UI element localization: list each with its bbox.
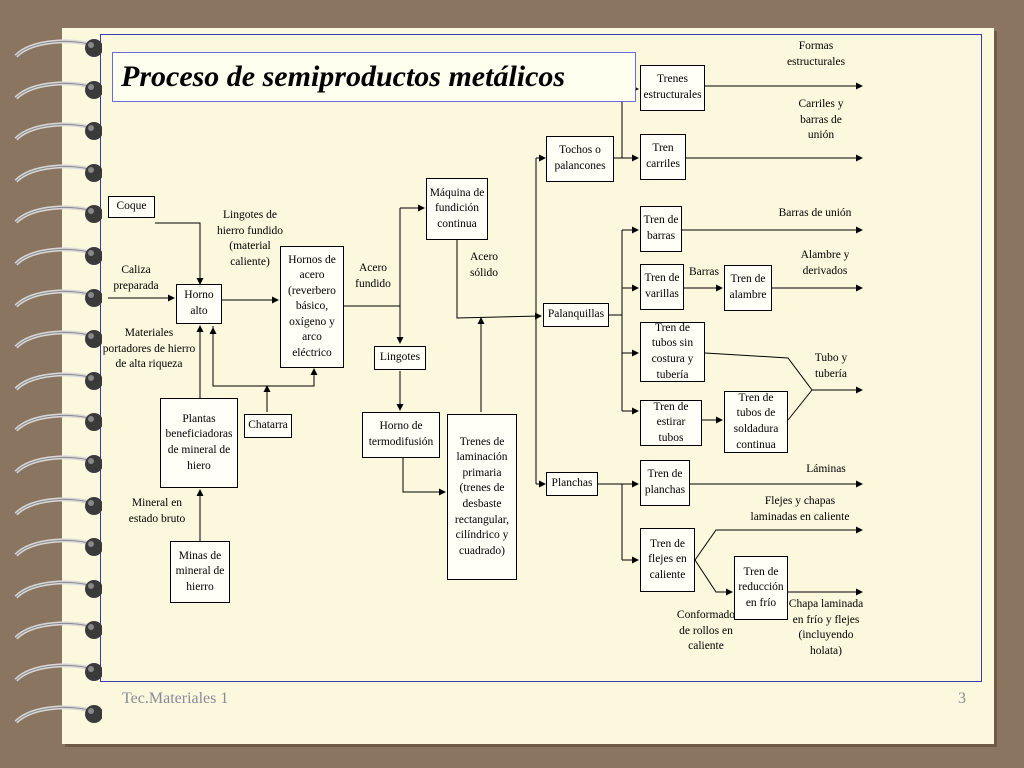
node-hornos-acero: Hornos de acero (reverbero básico, oxíge… bbox=[280, 246, 344, 368]
node-planchas: Planchas bbox=[546, 472, 598, 496]
label-tubo-tuberia: Tubo y tubería bbox=[814, 352, 848, 380]
binding-ring bbox=[14, 579, 102, 599]
node-lingotes: Lingotes bbox=[374, 346, 426, 370]
label-materiales: Materiales portadores de hierro de alta … bbox=[102, 327, 196, 371]
binding-ring bbox=[14, 247, 102, 266]
binding-ring bbox=[14, 122, 102, 141]
arrow-coque-horno bbox=[155, 222, 204, 285]
label-mineral-bruto: Mineral en estado bruto bbox=[128, 497, 186, 525]
label-laminas: Láminas bbox=[806, 463, 846, 475]
node-horno-termo: Horno de termodifusión bbox=[362, 412, 440, 458]
node-tochos: Tochos o palancones bbox=[546, 136, 614, 182]
node-tren-estirar: Tren de estirar tubos bbox=[640, 400, 702, 446]
footer-course: Tec.Materiales 1 bbox=[122, 690, 229, 707]
node-chatarra: Chatarra bbox=[244, 414, 292, 438]
binding-ring bbox=[14, 163, 102, 183]
node-tren-alambre: Tren de alambre bbox=[724, 265, 772, 311]
binding-ring bbox=[14, 704, 102, 724]
node-tren-tubos-sin-costura: Tren de tubos sin costura y tubería bbox=[640, 322, 705, 382]
node-minas: Minas de mineral de hierro bbox=[170, 541, 230, 603]
binding-ring bbox=[14, 205, 102, 224]
label-acero-solido: Acero sólido bbox=[469, 251, 499, 279]
binding-ring bbox=[14, 80, 102, 100]
node-tren-reduccion: Tren de reducción en frío bbox=[734, 556, 788, 620]
node-tren-varillas: Tren de varillas bbox=[640, 264, 684, 310]
node-tren-carriles: Tren carriles bbox=[640, 134, 686, 180]
arrow-maquina-palanq bbox=[456, 240, 542, 320]
node-trenes-estructurales: Trenes estructurales bbox=[640, 65, 705, 111]
label-lingotes-hierro: Lingotes de hierro fundido (material cal… bbox=[216, 209, 284, 268]
binding-ring bbox=[14, 371, 102, 391]
label-caliza: Caliza preparada bbox=[113, 264, 159, 292]
binding-ring bbox=[14, 330, 102, 349]
label-conformado: Conformado de rollos en caliente bbox=[676, 609, 736, 653]
node-tren-flejes: Tren de flejes en caliente bbox=[640, 528, 695, 592]
node-coque: Coque bbox=[108, 196, 155, 218]
binding-ring bbox=[14, 455, 102, 474]
slide-frame bbox=[100, 34, 982, 682]
node-maquina: Máquina de fundición continua bbox=[426, 178, 488, 240]
binding-ring bbox=[14, 413, 102, 432]
binding-ring bbox=[14, 39, 102, 58]
arrow-termo-trenes bbox=[402, 458, 446, 496]
node-palanquillas: Palanquillas bbox=[543, 303, 609, 327]
binding-ring bbox=[14, 496, 102, 516]
label-formas: Formas estructurales bbox=[786, 40, 846, 68]
label-alambre-derivados: Alambre y derivados bbox=[800, 249, 850, 277]
label-acero-fundido: Acero fundido bbox=[355, 262, 391, 290]
label-flejes-chapas: Flejes y chapas laminadas en caliente bbox=[750, 495, 850, 523]
node-trenes-laminacion: Trenes de laminación primaria (trenes de… bbox=[447, 414, 517, 580]
node-tren-planchas: Tren de planchas bbox=[640, 460, 690, 506]
binding-ring bbox=[14, 663, 102, 682]
label-barras-union: Barras de unión bbox=[778, 207, 852, 219]
node-plantas: Plantas beneficiadoras de mineral de hie… bbox=[160, 398, 238, 488]
binding-ring bbox=[14, 538, 102, 557]
footer-page-number: 3 bbox=[958, 690, 966, 707]
node-tren-barras: Tren de barras bbox=[640, 206, 682, 252]
label-chapa-laminada: Chapa laminada en frío y flejes (incluye… bbox=[788, 598, 864, 657]
binding-ring bbox=[14, 621, 102, 640]
node-horno-alto: Horno alto bbox=[176, 284, 222, 324]
binding-ring bbox=[14, 288, 102, 308]
slide-title: Proceso de semiproductos metálicos bbox=[112, 52, 636, 102]
label-carriles-barras: Carriles y barras de unión bbox=[798, 98, 844, 142]
label-barras: Barras bbox=[688, 266, 719, 278]
node-tren-tubos-soldadura: Tren de tubos de soldadura continua bbox=[724, 391, 788, 453]
